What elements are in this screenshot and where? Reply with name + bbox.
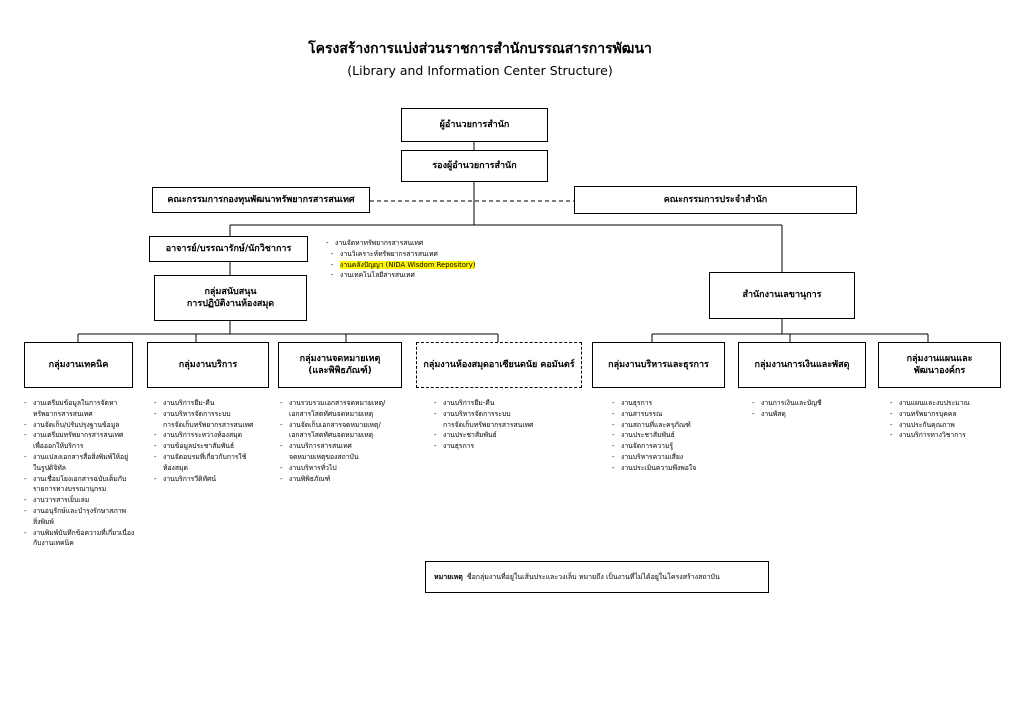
support-group-line1: กลุ่มสนับสนุน <box>204 286 257 297</box>
list-item: งานจัดเก็บเอกสารจดหมายเหตุ/ เอกสารโสตทัศ… <box>280 420 385 442</box>
list-item: งานการเงินและบัญชี <box>752 398 822 409</box>
page-title: โครงสร้างการแบ่งส่วนราชการสำนักบรรณสารกา… <box>308 41 652 57</box>
planning-task-list: งานแผนและงบประมาณ งานทรัพยากรบุคคล งานปร… <box>890 398 970 441</box>
director-box: ผู้อำนวยการสำนัก <box>401 108 548 142</box>
library-support-group-box: กลุ่มสนับสนุน การปฏิบัติงานห้องสมุด <box>154 275 307 321</box>
list-item: งานสารบรรณ <box>612 409 696 420</box>
list-item: งานพิพิธภัณฑ์ <box>280 474 385 485</box>
list-item: งานจัดการความรู้ <box>612 441 696 452</box>
technical-task-list: งานเตรียมข้อมูลในการจัดหา ทรัพยากรสารสนเ… <box>24 398 134 549</box>
service-group-box: กลุ่มงานบริการ <box>147 342 269 388</box>
resource-fund-committee-box: คณะกรรมการกองทุนพัฒนาทรัพยากรสารสนเทศ <box>152 187 370 213</box>
list-item: งานประชาสัมพันธ์ <box>612 430 696 441</box>
footnote-text: ชื่อกลุ่มงานที่อยู่ในเส้นประและวงเล็บ หม… <box>466 572 720 581</box>
academic-staff-box: อาจารย์/บรรณารักษ์/นักวิชาการ <box>149 236 308 262</box>
archives-group-box: กลุ่มงานจดหมายเหตุ (และพิพิธภัณฑ์) <box>278 342 402 388</box>
finance-group-box: กลุ่มงานการเงินและพัสดุ <box>738 342 866 388</box>
list-item: งานเตรียมข้อมูลในการจัดหา ทรัพยากรสารสนเ… <box>24 398 134 420</box>
archives-group-line1: กลุ่มงานจดหมายเหตุ <box>299 353 381 364</box>
archives-task-list: งานรวบรวมเอกสารจดหมายเหตุ/ เอกสารโสตทัศน… <box>280 398 385 484</box>
footnote-label: หมายเหตุ <box>434 572 463 581</box>
list-item: งานธุรการ <box>612 398 696 409</box>
asean-library-group-box: กลุ่มงานห้องสมุดอาเซียนดนัย คอมันตร์ <box>416 342 582 388</box>
list-item: งานเชื่อมโยงเอกสารฉบับเต็มกับ รายการทางบ… <box>24 474 134 496</box>
list-item: งานบริการวีดิทัศน์ <box>154 474 253 485</box>
academic-task: งานวิเคราะห์ทรัพยากรสารสนเทศ <box>331 249 475 260</box>
list-item: งานข้อมูลประชาสัมพันธ์ <box>154 441 253 452</box>
secretary-office-box: สำนักงานเลขานุการ <box>709 272 855 319</box>
list-item: งานจัดอบรมที่เกี่ยวกับการใช้ ห้องสมุด <box>154 452 253 474</box>
list-item: งานประเมินความพึงพอใจ <box>612 463 696 474</box>
support-group-line2: การปฏิบัติงานห้องสมุด <box>186 299 275 309</box>
list-item: งานประชาสัมพันธ์ <box>434 430 533 441</box>
list-item: งานบริการยืม-คืน <box>154 398 253 409</box>
list-item: งานบริการทางวิชาการ <box>890 430 970 441</box>
list-item: งานจัดเก็บ/ปรับปรุงฐานข้อมูล <box>24 420 134 431</box>
technical-group-box: กลุ่มงานเทคนิค <box>24 342 133 388</box>
admin-task-list: งานธุรการ งานสารบรรณ งานสถานที่และครุภัณ… <box>612 398 696 474</box>
list-item: งานบริการยืม-คืน <box>434 398 533 409</box>
academic-task-list: งานจัดหาทรัพยากรสารสนเทศ งานวิเคราะห์ทรั… <box>326 238 476 281</box>
highlighted-task: งานคลังปัญญา (NIDA Wisdom Repository) <box>340 260 476 269</box>
academic-task: งานคลังปัญญา (NIDA Wisdom Repository) <box>331 260 476 271</box>
list-item: งานบริหารจัดการระบบ การจัดเก็บทรัพยากรสา… <box>434 409 533 431</box>
list-item: งานประกันคุณภาพ <box>890 420 970 431</box>
office-committee-box: คณะกรรมการประจำสำนัก <box>574 186 857 214</box>
list-item: งานบริหารจัดการระบบ การจัดเก็บทรัพยากรสา… <box>154 409 253 431</box>
finance-task-list: งานการเงินและบัญชี งานพัสดุ <box>752 398 822 420</box>
list-item: งานพัสดุ <box>752 409 822 420</box>
list-item: งานทรัพยากรบุคคล <box>890 409 970 420</box>
list-item: งานสถานที่และครุภัณฑ์ <box>612 420 696 431</box>
list-item: งานพิมพ์บันทึกข้อความที่เกี่ยวเนื่อง กับ… <box>24 528 134 550</box>
admin-group-box: กลุ่มงานบริหารและธุรการ <box>592 342 725 388</box>
deputy-director-box: รองผู้อำนวยการสำนัก <box>401 150 548 182</box>
list-item: งานเตรียมทรัพยากรสารสนเทศ เพื่อออกให้บริ… <box>24 430 134 452</box>
list-item: งานรวบรวมเอกสารจดหมายเหตุ/ เอกสารโสตทัศน… <box>280 398 385 420</box>
footnote-box: หมายเหตุ ชื่อกลุ่มงานที่อยู่ในเส้นประและ… <box>425 561 769 593</box>
planning-group-box: กลุ่มงานแผนและ พัฒนาองค์กร <box>878 342 1001 388</box>
list-item: งานแปลงเอกสารสื่อสิ่งพิมพ์ให้อยู่ ในรูปด… <box>24 452 134 474</box>
asean-library-task-list: งานบริการยืม-คืน งานบริหารจัดการระบบ การ… <box>434 398 533 452</box>
list-item: งานบริหารความเสี่ยง <box>612 452 696 463</box>
list-item: งานธุรการ <box>434 441 533 452</box>
list-item: งานบริการระหว่างห้องสมุด <box>154 430 253 441</box>
list-item: งานบริการสารสนเทศ จดหมายเหตุของสถาบัน <box>280 441 385 463</box>
archives-group-line2: (และพิพิธภัณฑ์) <box>308 366 372 376</box>
planning-group-line2: พัฒนาองค์กร <box>913 366 966 376</box>
list-item: งานอนุรักษ์และบำรุงรักษาสภาพ สิ่งพิมพ์ <box>24 506 134 528</box>
academic-task: งานเทคโนโลยีสารสนเทศ <box>331 270 475 281</box>
service-task-list: งานบริการยืม-คืน งานบริหารจัดการระบบ การ… <box>154 398 253 484</box>
list-item: งานแผนและงบประมาณ <box>890 398 970 409</box>
planning-group-line1: กลุ่มงานแผนและ <box>906 353 973 364</box>
list-item: งานบริหารทั่วไป <box>280 463 385 474</box>
academic-task: งานจัดหาทรัพยากรสารสนเทศ <box>326 238 475 249</box>
page-subtitle: (Library and Information Center Structur… <box>347 63 613 78</box>
list-item: งานวารสารเย็บเล่ม <box>24 495 134 506</box>
